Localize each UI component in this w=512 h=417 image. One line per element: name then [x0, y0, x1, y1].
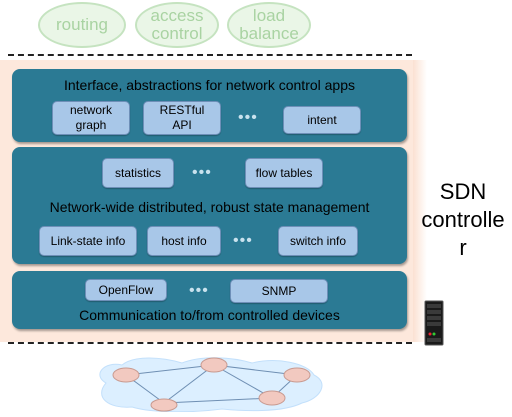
- state-top-ellipsis: •••: [192, 164, 212, 181]
- server-icon: [424, 300, 444, 346]
- link-state-info-box: Link-state info: [39, 226, 137, 256]
- sdn-controller-label: SDN controlle r: [421, 179, 505, 260]
- intent-box: intent: [283, 106, 361, 134]
- communication-layer: OpenFlow ••• SNMP Communication to/from …: [12, 271, 407, 329]
- statistics-box: statistics: [102, 158, 174, 188]
- network-graph-box: network graph: [52, 101, 130, 135]
- router-icon: [112, 357, 311, 412]
- restful-api-box: RESTful API: [143, 101, 221, 135]
- data-plane-network: [92, 355, 327, 413]
- state-layer-title: Network-wide distributed, robust state m…: [49, 199, 370, 215]
- app-access-control: access control: [135, 2, 219, 48]
- flow-tables-box: flow tables: [245, 158, 323, 188]
- comm-ellipsis: •••: [189, 282, 209, 299]
- interface-layer: Interface, abstractions for network cont…: [12, 69, 407, 142]
- state-management-layer: statistics ••• flow tables Network-wide …: [12, 147, 407, 264]
- interface-layer-title: Interface, abstractions for network cont…: [63, 77, 356, 93]
- app-routing: routing: [38, 2, 126, 48]
- bottom-dashed-separator: [8, 342, 412, 344]
- snmp-box: SNMP: [230, 279, 328, 303]
- state-bottom-ellipsis: •••: [233, 232, 253, 249]
- top-dashed-separator: [8, 54, 412, 56]
- app-load-balance: load balance: [227, 2, 311, 48]
- comm-layer-title: Communication to/from controlled devices: [79, 307, 340, 323]
- switch-info-box: switch info: [278, 226, 358, 256]
- interface-ellipsis: •••: [238, 109, 258, 126]
- openflow-box: OpenFlow: [85, 279, 167, 301]
- host-info-box: host info: [147, 226, 221, 256]
